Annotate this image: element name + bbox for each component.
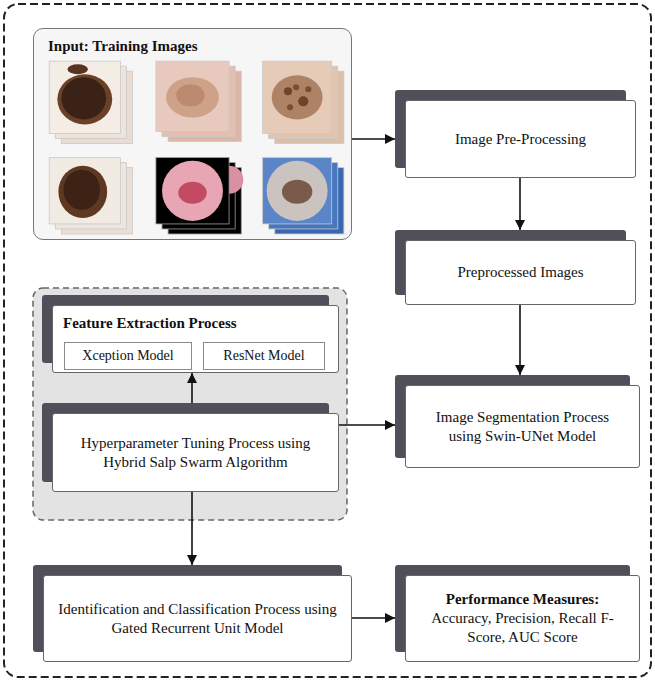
lesion [58,166,107,218]
process-box: Image Pre-Processing [405,100,636,178]
node-heading: Feature Extraction Process [63,314,328,333]
skin-image-illustration [34,29,351,239]
lesion [178,182,206,204]
outer-dashed-border [4,4,651,677]
node-label: Xception Model [82,347,173,365]
lesion [61,77,106,119]
process-box: Hyperparameter Tuning Process using Hybr… [52,413,339,492]
node-label: Hyperparameter Tuning Process using Hybr… [67,434,324,472]
lesion [272,75,323,119]
image-layer [49,61,120,133]
metrics-box: Performance Measures:Accuracy, Precision… [405,575,640,662]
node-label: Identification and Classification Proces… [58,600,337,638]
lesion-dot [293,84,299,90]
process-box: Identification and Classification Proces… [43,575,352,662]
lesion [68,64,88,74]
lesion-dot [284,87,292,95]
image-stack [156,158,243,234]
image-layer [263,61,332,133]
process-box: Preprocessed Images [405,240,636,305]
flow-arrow [339,424,395,426]
lesion-dot [305,86,311,92]
node-label: ResNet Model [223,347,304,365]
flow-arrow [191,373,193,403]
lesion [166,77,219,117]
lesion [63,170,100,210]
node-label: Preprocessed Images [457,263,583,282]
flow-arrow [352,617,395,619]
feature-box: Feature Extraction ProcessXception Model… [52,305,339,373]
node-label: Accuracy, Precision, Recall F-Score, AUC… [420,609,625,647]
image-layer [49,158,120,224]
flow-arrow [519,178,521,230]
dermoscope-circle [267,161,328,221]
node-label: Image Segmentation Process using Swin-UN… [420,408,625,446]
lesion-dot [287,104,293,110]
group-dashed-panel [33,288,347,520]
lesion-dot [298,96,308,106]
flow-arrow [191,492,193,565]
image-stack [156,61,241,141]
process-box: Image Segmentation Process using Swin-UN… [405,385,640,468]
model-box: Xception Model [64,342,192,370]
model-box: ResNet Model [203,342,325,370]
image-stack [263,61,344,143]
image-stack [49,61,132,143]
node-heading: Performance Measures: [446,590,599,609]
node-label: Image Pre-Processing [455,130,586,149]
image-layer [156,61,229,131]
lesion [282,180,312,204]
flow-arrow [519,305,521,375]
image-stack [263,158,344,234]
flow-arrow [352,138,395,140]
image-layer [263,158,332,224]
lesion [176,84,204,106]
image-layer [156,158,229,224]
dermoscope-circle [162,161,223,221]
input-panel: Input: Training Images [33,28,352,240]
node-heading: Input: Training Images [48,37,337,56]
lesion [57,74,112,124]
image-stack [49,158,132,234]
